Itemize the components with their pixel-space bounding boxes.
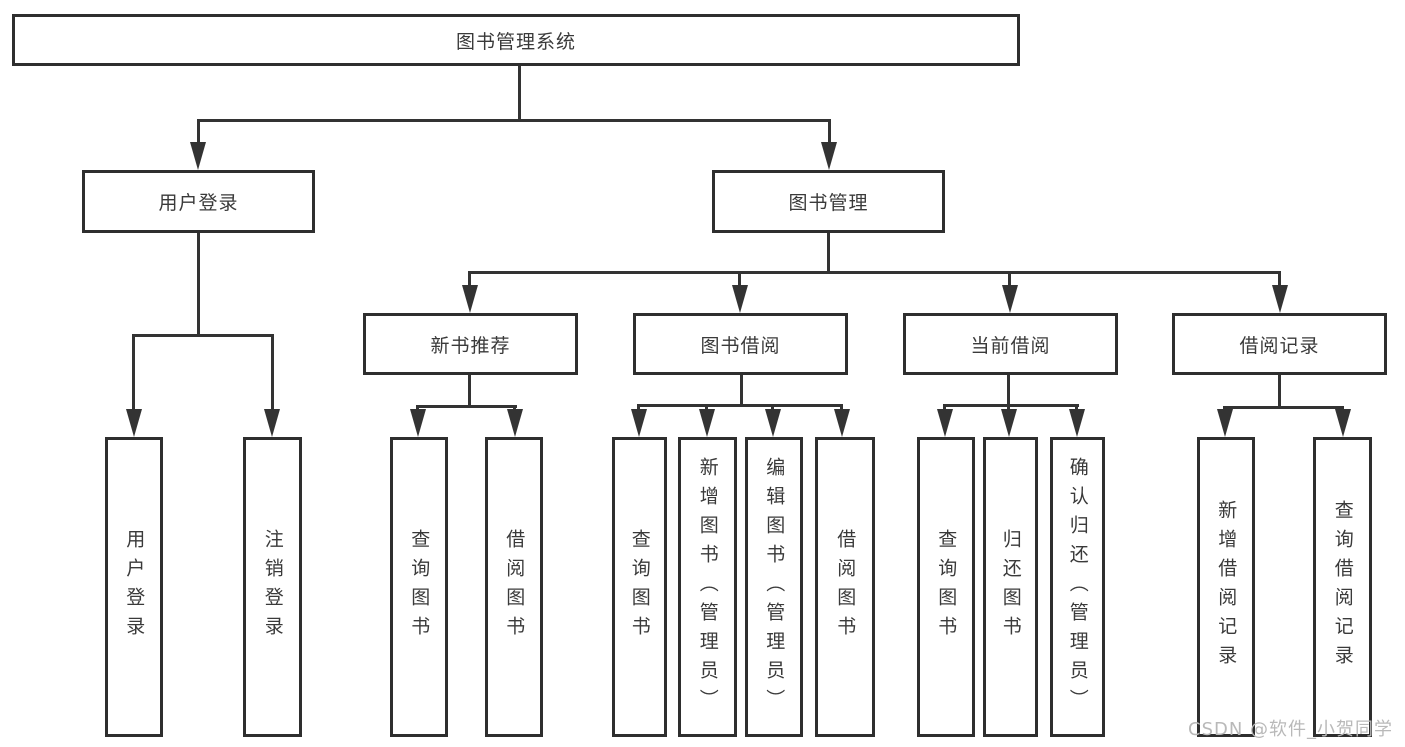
connector-records-stem (1278, 375, 1281, 409)
connector-arrowhead (1335, 409, 1351, 437)
connector-arrowhead (732, 285, 748, 313)
connector-borrowing-stem (740, 375, 743, 407)
connector-drop (1278, 271, 1281, 288)
connector-bookmgmt-branch (468, 271, 1281, 274)
connector-arrowhead (765, 409, 781, 437)
connector-arrowhead (631, 409, 647, 437)
connector-arrowhead (190, 142, 206, 170)
connector-newbook-stem (468, 375, 471, 408)
connector-drop (1075, 404, 1078, 412)
connector-userlogin-branch (132, 334, 274, 337)
node-library-management-system: 图书管理系统 (12, 14, 1020, 66)
node-label: 图书管理系统 (455, 30, 576, 53)
connector-drop (1008, 271, 1011, 288)
connector-drop (1007, 404, 1010, 412)
leaf-label: 查询借阅记录 (1331, 500, 1354, 674)
leaf-query-books-borrowing: 查询图书 (612, 437, 667, 737)
leaf-label: 确认归还（管理员） (1066, 456, 1089, 718)
leaf-label: 借阅图书 (834, 529, 857, 645)
connector-drop (513, 405, 516, 412)
leaf-edit-books-admin: 编辑图书（管理员） (745, 437, 803, 737)
connector-drop (197, 119, 200, 145)
connector-root-stem (518, 64, 521, 122)
connector-bookmgmt-stem (827, 233, 830, 274)
leaf-add-books-admin: 新增图书（管理员） (678, 437, 737, 737)
node-label: 图书管理 (788, 192, 869, 214)
connector-arrowhead (699, 409, 715, 437)
leaf-label: 新增图书（管理员） (696, 456, 719, 718)
connector-borrowing-branch (637, 404, 843, 407)
leaf-label: 用户登录 (123, 529, 146, 645)
node-borrowing-records: 借阅记录 (1172, 313, 1387, 375)
node-label: 图书借阅 (700, 334, 781, 357)
connector-drop (738, 271, 741, 288)
connector-drop (416, 405, 419, 412)
leaf-query-books-recommend: 查询图书 (390, 437, 448, 737)
leaf-label: 查询图书 (628, 529, 651, 645)
leaf-confirm-return-admin: 确认归还（管理员） (1050, 437, 1105, 737)
leaf-query-books-current: 查询图书 (917, 437, 975, 737)
connector-arrowhead (126, 409, 142, 437)
node-book-management: 图书管理 (712, 170, 945, 233)
connector-drop (132, 334, 135, 410)
connector-arrowhead (1217, 409, 1233, 437)
connector-arrowhead (937, 409, 953, 437)
connector-records-branch (1223, 406, 1344, 409)
connector-drop (943, 404, 946, 412)
connector-arrowhead (1069, 409, 1085, 437)
connector-arrowhead (834, 409, 850, 437)
connector-arrowhead (264, 409, 280, 437)
node-book-borrowing: 图书借阅 (633, 313, 848, 375)
connector-arrowhead (821, 142, 837, 170)
connector-arrowhead (410, 409, 426, 437)
connector-drop (705, 404, 708, 412)
connector-current-branch (943, 404, 1079, 407)
leaf-borrow-books-recommend: 借阅图书 (485, 437, 543, 737)
connector-arrowhead (507, 409, 523, 437)
connector-arrowhead (462, 285, 478, 313)
leaf-label: 编辑图书（管理员） (763, 456, 786, 718)
leaf-label: 新增借阅记录 (1215, 500, 1238, 674)
node-current-borrowing: 当前借阅 (903, 313, 1118, 375)
connector-current-stem (1007, 375, 1010, 406)
connector-userlogin-stem (197, 233, 200, 337)
connector-arrowhead (1002, 285, 1018, 313)
leaf-borrow-books: 借阅图书 (815, 437, 875, 737)
node-label: 当前借阅 (970, 334, 1051, 357)
connector-root-branch (197, 119, 831, 122)
leaf-label: 查询图书 (408, 529, 431, 645)
node-user-login: 用户登录 (82, 170, 315, 233)
watermark: CSDN @软件_小贺同学 (1188, 719, 1394, 740)
leaf-label: 借阅图书 (503, 529, 526, 645)
leaf-query-borrow-record: 查询借阅记录 (1313, 437, 1372, 737)
connector-drop (771, 404, 774, 412)
connector-arrowhead (1272, 285, 1288, 313)
leaf-label: 查询图书 (935, 529, 958, 645)
leaf-label: 归还图书 (999, 529, 1022, 645)
leaf-label: 注销登录 (261, 529, 284, 645)
connector-newbook-branch (416, 405, 517, 408)
connector-arrowhead (1001, 409, 1017, 437)
connector-drop (271, 334, 274, 410)
node-label: 借阅记录 (1239, 334, 1320, 357)
connector-drop (828, 119, 831, 145)
connector-drop (840, 404, 843, 412)
node-label: 用户登录 (158, 192, 239, 214)
leaf-add-borrow-record: 新增借阅记录 (1197, 437, 1255, 737)
node-label: 新书推荐 (430, 334, 511, 357)
connector-drop (637, 404, 640, 412)
leaf-logout: 注销登录 (243, 437, 302, 737)
connector-drop (468, 271, 471, 288)
leaf-user-login: 用户登录 (105, 437, 163, 737)
leaf-return-books: 归还图书 (983, 437, 1038, 737)
node-new-book-recommendation: 新书推荐 (363, 313, 578, 375)
